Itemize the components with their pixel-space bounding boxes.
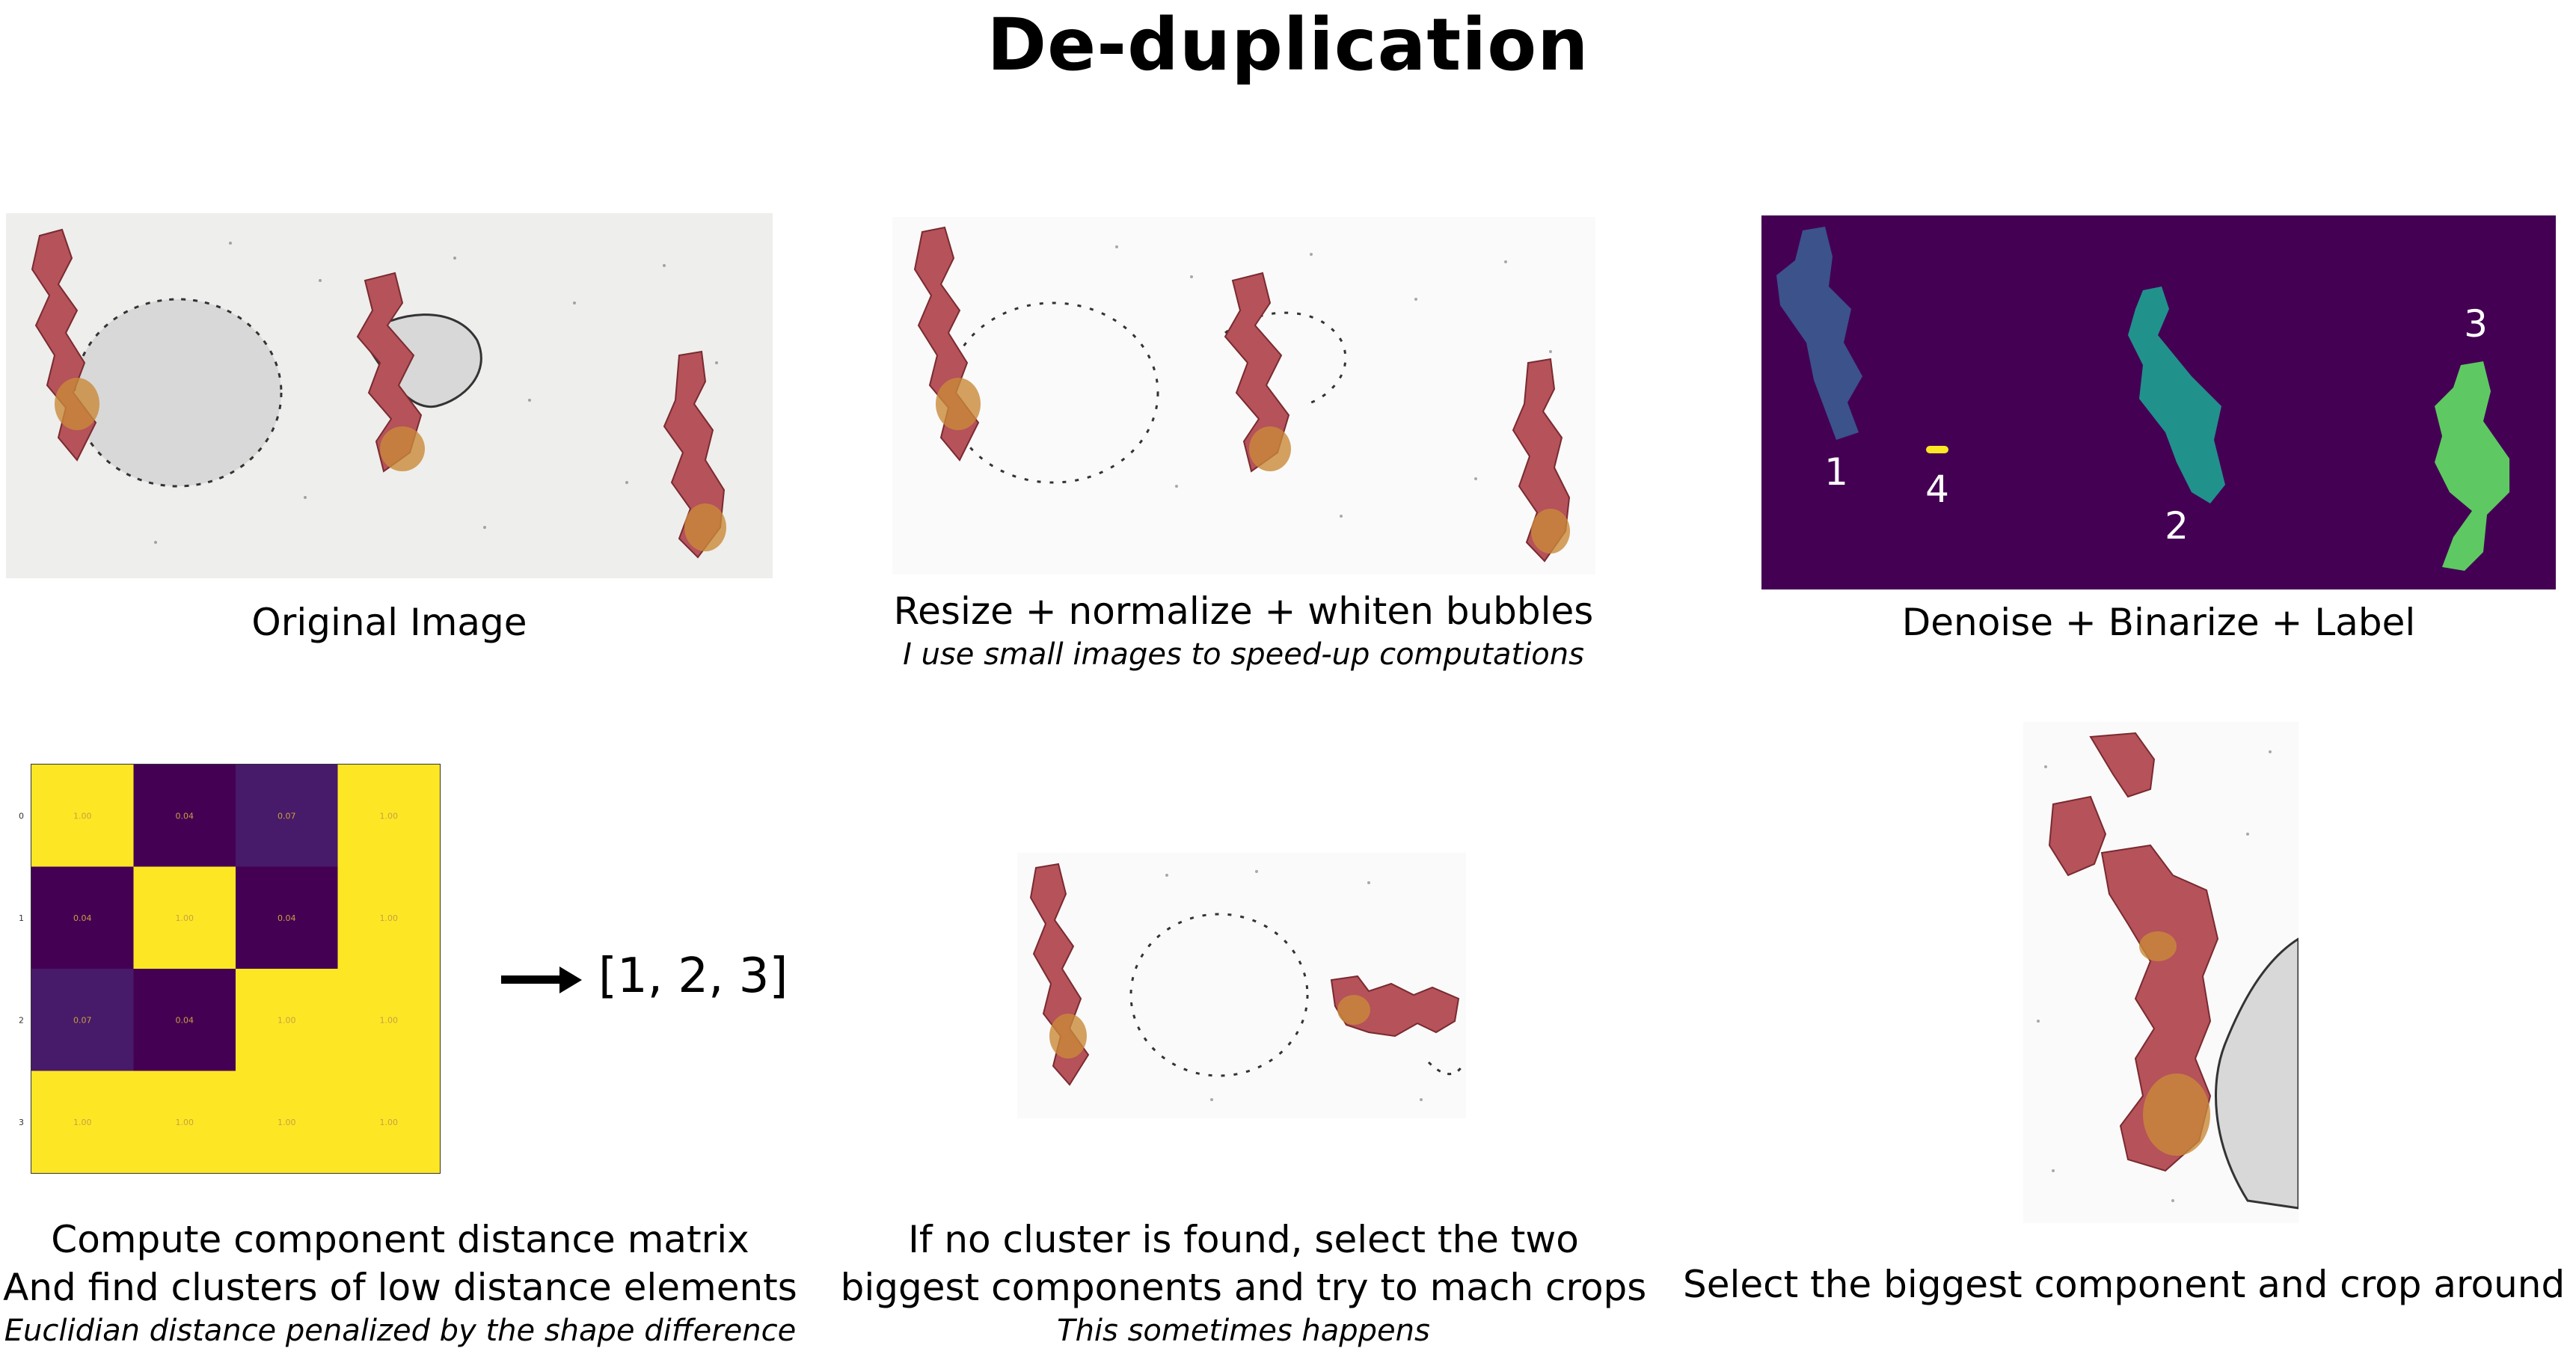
heatmap-cell [337, 1070, 440, 1173]
heatmap-cell-label: 0.07 [277, 811, 296, 821]
heatmap-cell [236, 969, 338, 1071]
matrix-note: Euclidian distance penalized by the shap… [4, 1314, 797, 1348]
cropped-component-image [2023, 722, 2299, 1223]
component-1 [1776, 227, 1862, 440]
heatmap-cell-label: 1.00 [277, 1015, 296, 1025]
matrix-caption: Compute component distance matrix And fi… [0, 1216, 800, 1350]
heatmap-x-tick-label: 1 [182, 1180, 187, 1182]
heatmap-cell-label: 1.00 [380, 1118, 399, 1127]
heatmap-cell [337, 866, 440, 969]
page-title: De-duplication [987, 3, 1589, 87]
heatmap-cells: 1.00 0.04 0.07 1.00 0.04 1.00 0.04 1.00 0.07 0.04… [31, 765, 440, 1173]
heatmap-cell-label: 1.00 [277, 1118, 296, 1127]
heatmap-cell-label: 1.00 [176, 1118, 194, 1127]
crop-caption: Select the biggest component and crop ar… [1683, 1263, 2576, 1306]
heatmap-y-tick-label: 1 [19, 913, 24, 923]
heatmap-cell-label: 0.07 [73, 1015, 92, 1025]
heatmap-cell [133, 969, 236, 1071]
heatmap-cell-label: 1.00 [380, 811, 399, 821]
matrix-caption-line1: Compute component distance matrix [51, 1218, 749, 1261]
heatmap-cell-label: 1.00 [73, 1118, 92, 1127]
heatmap-cell-label: 0.04 [176, 811, 194, 821]
component-label-2: 2 [2165, 504, 2189, 548]
heatmap-cell [337, 765, 440, 867]
heatmap-x-tick-label: 3 [386, 1180, 391, 1182]
component-label-1: 1 [1824, 450, 1848, 494]
heatmap-ticks: 0 1 2 3 0 1 2 3 [19, 811, 391, 1182]
cluster-result: [1, 2, 3] [598, 949, 788, 1004]
label-caption: Denoise + Binarize + Label [1901, 601, 2416, 644]
heatmap-cell [236, 1070, 338, 1173]
heatmap-cell-label: 1.00 [380, 913, 399, 923]
heatmap-cell [31, 1070, 134, 1173]
resize-caption-text: Resize + normalize + whiten bubbles [893, 589, 1594, 633]
match-caption-line2: biggest components and try to mach crops [840, 1266, 1647, 1309]
heatmap-cell [236, 765, 338, 867]
original-image [6, 213, 773, 578]
matrix-caption-line2: And find clusters of low distance elemen… [3, 1266, 797, 1309]
resize-caption: Resize + normalize + whiten bubbles I us… [838, 587, 1649, 674]
heatmap-cell-label: 1.00 [380, 1015, 399, 1025]
heatmap-x-tick-label: 0 [80, 1180, 85, 1182]
heatmap-cell [133, 866, 236, 969]
heatmap-cell-label: 1.00 [176, 913, 194, 923]
heatmap-x-tick-label: 2 [284, 1180, 289, 1182]
label-image: 1 4 2 3 [1761, 215, 2556, 589]
component-2 [2128, 287, 2225, 503]
component-4 [1926, 446, 1948, 453]
resize-note: I use small images to speed-up computati… [903, 637, 1584, 672]
heatmap-cell [31, 969, 134, 1071]
heatmap-cell [133, 765, 236, 867]
heatmap-cell [31, 866, 134, 969]
heatmap-y-tick-label: 2 [19, 1015, 24, 1025]
component-label-3: 3 [2464, 302, 2488, 346]
component-3 [2435, 361, 2509, 571]
heatmap-cell-label: 1.00 [73, 811, 92, 821]
heatmap-y-tick-label: 0 [19, 811, 24, 821]
match-caption: If no cluster is found, select the two b… [838, 1216, 1649, 1350]
match-note: This sometimes happens [1057, 1314, 1430, 1348]
heatmap-cell [236, 866, 338, 969]
heatmap-cell [337, 969, 440, 1071]
distance-matrix-heatmap: 1.00 0.04 0.07 1.00 0.04 1.00 0.04 1.00 0.07 0.04… [19, 764, 441, 1182]
heatmap-cell-label: 0.04 [277, 913, 296, 923]
component-label-4: 4 [1925, 468, 1949, 511]
original-caption: Original Image [251, 601, 527, 644]
match-caption-line1: If no cluster is found, select the two [908, 1218, 1579, 1261]
heatmap-cell [31, 765, 134, 867]
match-crops-image [1017, 853, 1466, 1118]
heatmap-y-tick-label: 3 [19, 1118, 24, 1127]
heatmap-cell-label: 0.04 [73, 913, 92, 923]
right-arrow-icon [501, 967, 582, 993]
resized-image [892, 217, 1595, 575]
heatmap-cell-label: 0.04 [176, 1015, 194, 1025]
heatmap-cell [133, 1070, 236, 1173]
